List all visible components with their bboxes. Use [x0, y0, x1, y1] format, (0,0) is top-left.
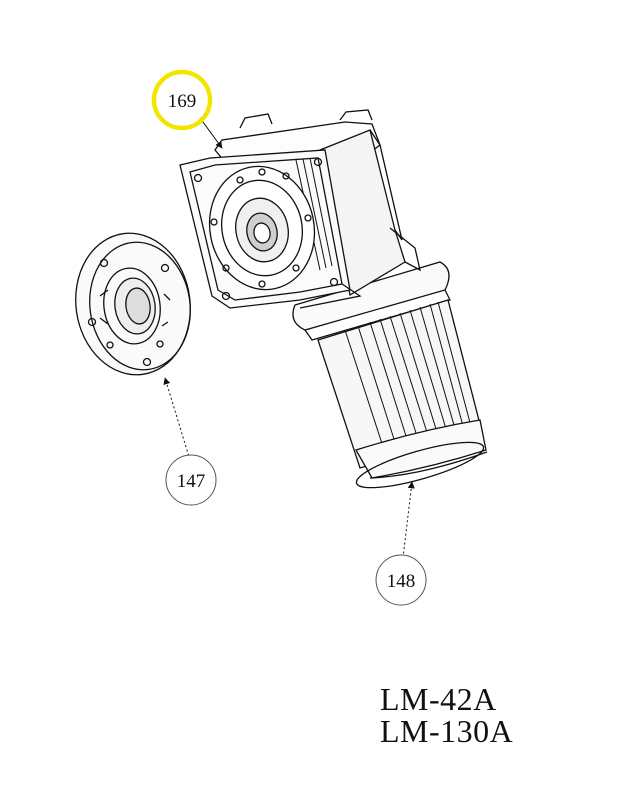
callout-circle: [165, 454, 217, 506]
callout-label-147: 147: [177, 471, 206, 492]
callout-147[interactable]: 147: [165, 454, 217, 506]
flange-part-147: [75, 232, 191, 376]
callout-circle: [157, 75, 207, 125]
callout-highlight-ring: [151, 69, 213, 131]
leader-169: [199, 117, 223, 149]
callout-148[interactable]: 148: [375, 554, 427, 606]
leader-148: [402, 481, 415, 559]
motor-part-148: [292, 261, 488, 489]
model-label-secondary: LM-130A: [380, 713, 514, 749]
callout-circle: [375, 554, 427, 606]
callout-label-148: 148: [387, 571, 416, 592]
callout-label-169: 169: [168, 91, 197, 112]
leader-147: [163, 377, 191, 461]
gearbox-part-169: [179, 109, 421, 309]
model-label-primary: LM-42A: [380, 681, 497, 717]
leader-lines: [163, 117, 415, 559]
callout-169[interactable]: 169: [151, 69, 213, 131]
